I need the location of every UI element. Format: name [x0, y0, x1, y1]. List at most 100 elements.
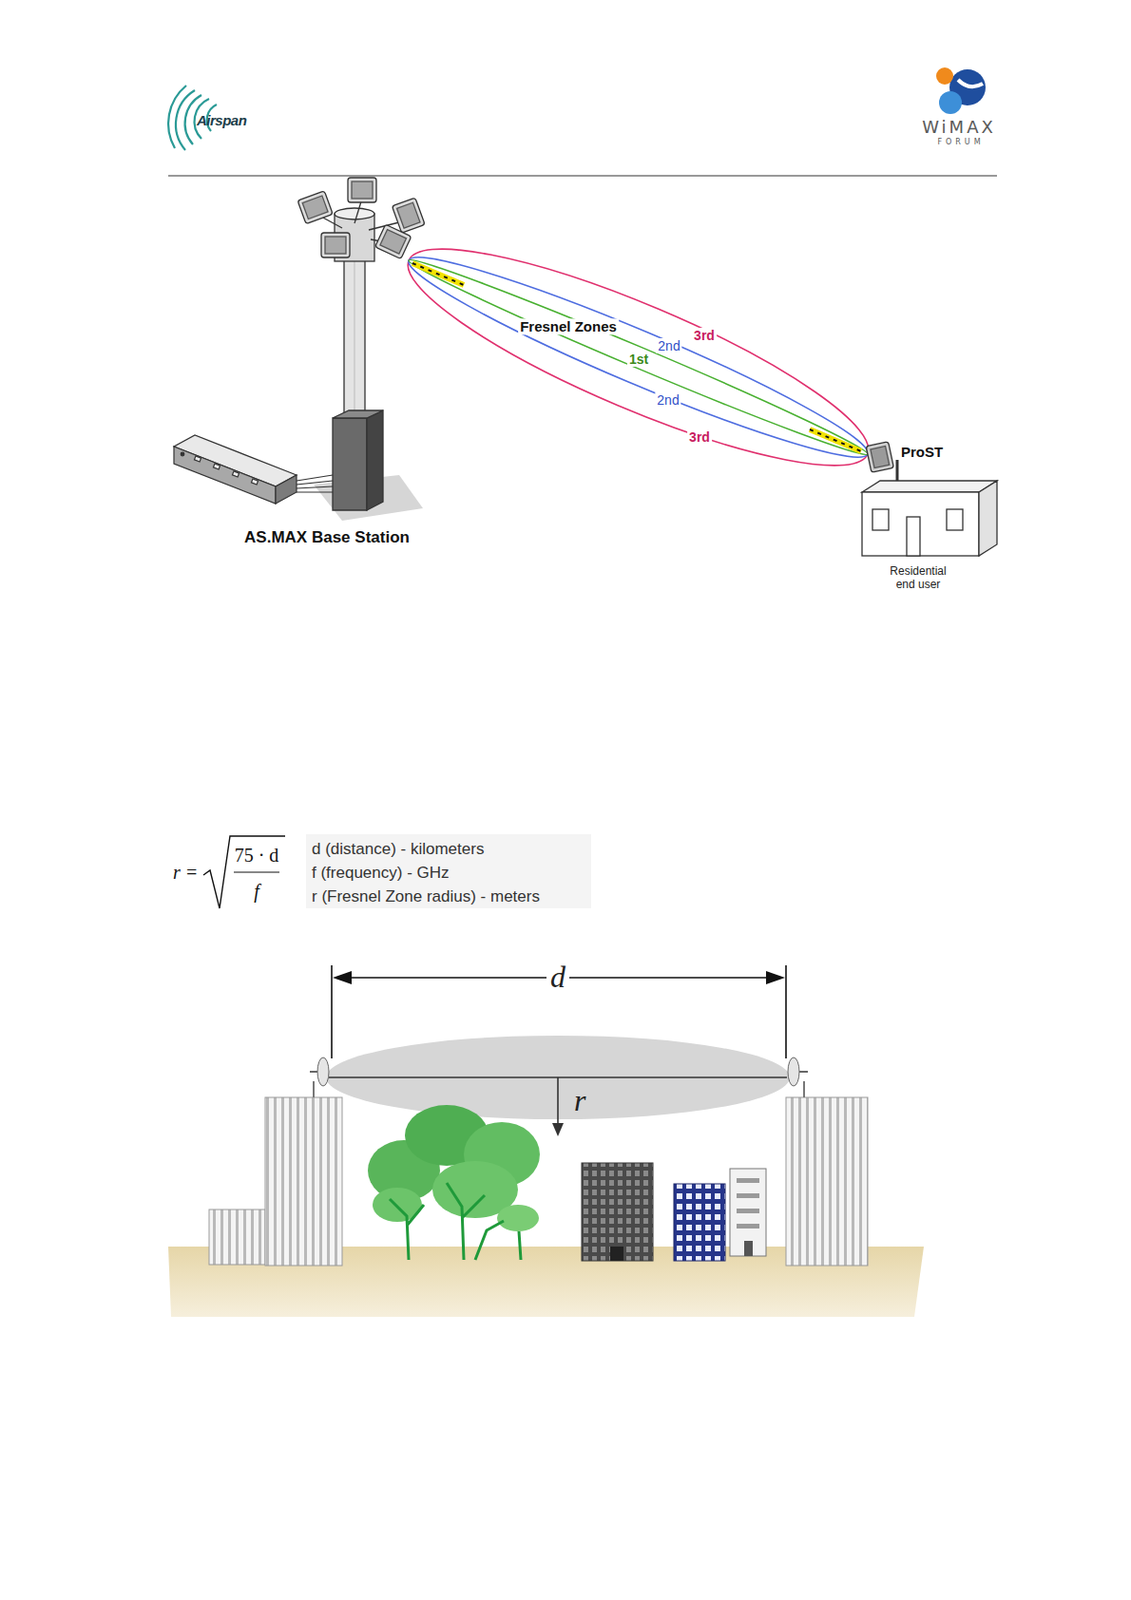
- cable: [296, 491, 333, 493]
- trees: [367, 1105, 540, 1261]
- tree-trunks: [389, 1183, 521, 1261]
- cable: [296, 475, 333, 481]
- tower-base-side: [366, 410, 384, 511]
- dish-feed: [309, 1071, 318, 1074]
- cable: [296, 480, 333, 485]
- line-of-sight-scene: [168, 965, 924, 1318]
- device-label: AS.MAX Base Station: [244, 528, 410, 548]
- house-side: [978, 480, 997, 556]
- building-window: [736, 1224, 760, 1229]
- dimension-arrowhead: [766, 971, 786, 985]
- beam-yellow: [809, 429, 862, 452]
- building: [785, 1097, 868, 1266]
- house-front: [862, 492, 979, 556]
- house-roof: [862, 480, 997, 493]
- dish-antenna: [787, 1057, 800, 1087]
- rack-port: [250, 479, 258, 485]
- variable-definition: d (distance) - kilometers: [311, 840, 484, 860]
- house-door: [906, 517, 921, 556]
- forum-logo-text: WiMAX: [921, 117, 997, 138]
- fresnel-zones: [388, 211, 889, 502]
- antenna-arm: [321, 216, 343, 229]
- base-station-rack: [173, 435, 333, 504]
- tower-base-top: [332, 410, 384, 419]
- device-label: ProST: [900, 443, 943, 461]
- dish-antenna: [317, 1057, 329, 1087]
- house-window: [946, 509, 963, 531]
- building-window: [736, 1193, 760, 1199]
- base-station-tower: [297, 177, 425, 521]
- house-window: [872, 509, 889, 531]
- antenna-panel: [321, 232, 350, 258]
- building: [673, 1184, 726, 1262]
- rack-port: [193, 456, 201, 462]
- wimax-logo: [936, 67, 986, 115]
- building-door: [744, 1241, 753, 1257]
- beam-yellow: [412, 263, 464, 286]
- dish-mast: [312, 1081, 315, 1098]
- zone-label: 3rd: [691, 327, 717, 344]
- site-label: Residential end user: [879, 565, 958, 593]
- antenna-panel: [297, 191, 333, 225]
- zone-label: 2nd: [654, 392, 681, 408]
- building: [729, 1169, 767, 1257]
- rack-port: [212, 463, 220, 470]
- mast-cap: [334, 208, 375, 220]
- antenna-panel: [391, 197, 425, 233]
- radius-arrow: [556, 1077, 559, 1126]
- second-zone: [398, 235, 878, 479]
- logo-arc: [168, 85, 187, 149]
- zone-label: 1st: [627, 351, 651, 367]
- building: [265, 1097, 343, 1266]
- variable-definition: f (frequency) - GHz: [311, 863, 450, 883]
- formula-term: f: [253, 881, 260, 903]
- variable-definition: r (Fresnel Zone radius) - meters: [311, 887, 540, 907]
- dimension-label: d: [546, 959, 570, 996]
- beam-marker: [412, 263, 862, 452]
- building: [209, 1209, 266, 1266]
- formula-term: 75 · d: [234, 844, 280, 867]
- tower-base-front: [332, 418, 367, 511]
- beam-dash: [809, 429, 862, 452]
- forum-logo-text: FORUM: [937, 137, 984, 147]
- dimension-tick: [330, 965, 333, 1059]
- antenna-panel: [375, 224, 412, 259]
- dimension-tick: [785, 965, 787, 1059]
- logo-bubble: [936, 67, 954, 85]
- definition-panel: [306, 834, 592, 909]
- dish-mast: [803, 1081, 806, 1098]
- logo-bubble: [939, 91, 962, 115]
- logo-swoosh: [958, 79, 983, 87]
- building: [581, 1163, 653, 1262]
- third-zone: [388, 211, 889, 502]
- rack-led: [180, 452, 185, 457]
- antenna-arm: [354, 201, 362, 224]
- dimension-label: r: [574, 1083, 586, 1119]
- beam-dash: [412, 263, 464, 286]
- residential-site: [862, 441, 997, 556]
- prost-device: [865, 441, 894, 473]
- header-rule: [168, 175, 997, 177]
- first-zone: [404, 250, 872, 464]
- rack-side: [275, 475, 297, 504]
- rack-port: [231, 471, 239, 478]
- rack-front: [173, 446, 276, 504]
- formula-term: r =: [172, 862, 198, 884]
- radical-sign: [203, 836, 286, 909]
- zone-label: 2nd: [655, 338, 682, 354]
- building-door: [610, 1246, 624, 1262]
- tree-crown: [497, 1205, 539, 1232]
- building-window: [736, 1208, 760, 1214]
- antenna-panel: [347, 177, 377, 203]
- radius-arrowhead: [552, 1123, 564, 1137]
- zone-label: 3rd: [687, 429, 712, 445]
- diagram-heading: Fresnel Zones: [517, 318, 619, 335]
- company-logo: Airspan: [196, 112, 247, 129]
- dimension-arrowhead: [332, 971, 352, 985]
- fraction-bar: [233, 871, 280, 873]
- building-window: [736, 1178, 760, 1184]
- dish-feed: [799, 1071, 808, 1074]
- cable: [296, 486, 333, 489]
